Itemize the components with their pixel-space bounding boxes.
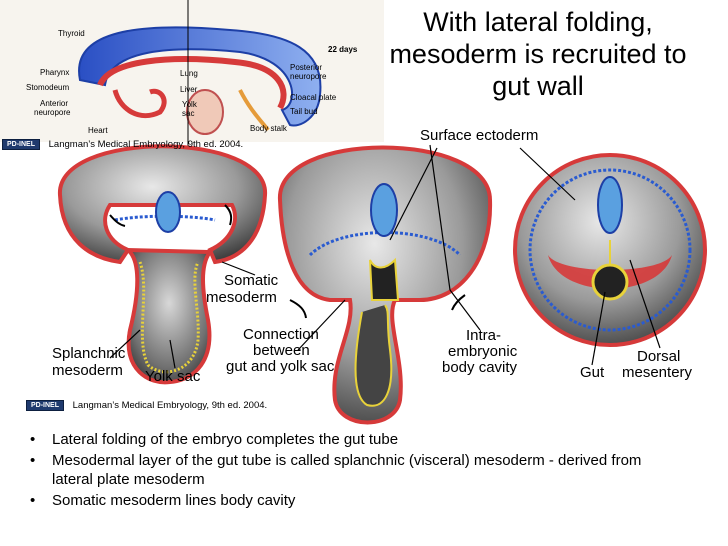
label-tail-bud: Tail bud	[290, 107, 318, 116]
label-pharynx: Pharynx	[40, 68, 69, 77]
vitelline-duct-2	[354, 304, 393, 407]
slide-title: With lateral folding, mesoderm is recrui…	[389, 7, 687, 101]
label-lung: Lung	[180, 69, 198, 78]
label-cloacal-plate: Cloacal plate	[290, 93, 337, 102]
gut-3	[591, 263, 629, 301]
label-thyroid: Thyroid	[58, 29, 85, 38]
cloacal-region	[238, 89, 270, 132]
label-yolk-sac-main: Yolk sac	[145, 368, 201, 385]
main-figure-caption: PD-INEL Langman’s Medical Embryology, 9t…	[26, 400, 267, 411]
main-caption-badge: PD-INEL	[26, 400, 64, 411]
ectoderm-3	[528, 168, 692, 332]
cross-section-early	[57, 144, 268, 385]
leader-lines	[109, 144, 661, 369]
top-caption-badge: PD-INEL	[2, 139, 40, 150]
label-surface-ectoderm: Surface ectoderm	[420, 127, 538, 144]
endoderm-1	[138, 261, 200, 374]
folding-arrows	[109, 204, 466, 319]
top-figure-caption: PD-INEL Langman’s Medical Embryology, 9t…	[2, 139, 243, 150]
neural-tube-2	[370, 183, 398, 237]
bullet-item: Mesodermal layer of the gut tube is call…	[28, 451, 668, 489]
top-caption-text: Langman’s Medical Embryology, 9th ed. 20…	[48, 139, 244, 151]
yolk-sac-1	[122, 247, 214, 385]
heart-loop	[112, 88, 167, 119]
neural-tube-3	[597, 176, 623, 234]
main-caption-text: Langman’s Medical Embryology, 9th ed. 20…	[72, 400, 268, 412]
label-stomodeum: Stomodeum	[26, 83, 69, 92]
gut-2	[369, 257, 400, 301]
bullet-item: Lateral folding of the embryo completes …	[28, 430, 668, 449]
cross-section-late	[513, 153, 707, 347]
bullet-list: Lateral folding of the embryo completes …	[28, 430, 668, 512]
neural-tube-1	[155, 191, 181, 233]
label-22-days: 22 days	[328, 45, 358, 54]
label-liver: Liver	[180, 85, 198, 94]
bullet-item: Somatic mesoderm lines body cavity	[28, 491, 668, 510]
cross-section-middle	[277, 145, 493, 425]
yolk-sac-shape	[186, 89, 224, 135]
neural-tube	[78, 26, 322, 127]
label-body-stalk: Body stalk	[250, 124, 288, 133]
gut-tube	[97, 56, 287, 110]
label-heart: Heart	[88, 126, 108, 135]
label-gut: Gut	[580, 364, 605, 381]
